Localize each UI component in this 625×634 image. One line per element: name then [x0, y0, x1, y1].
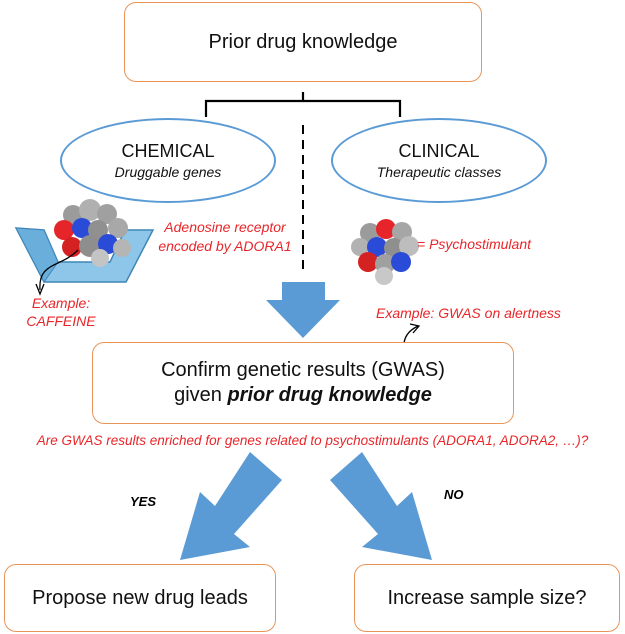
prior-drug-knowledge-box: Prior drug knowledge: [124, 2, 482, 82]
confirm-line1: Confirm genetic results (GWAS): [161, 359, 445, 381]
chemical-oval: CHEMICAL Druggable genes: [60, 118, 276, 203]
propose-drug-leads-box: Propose new drug leads: [4, 564, 276, 632]
adenosine-annotation: Adenosine receptor encoded by ADORA1: [150, 218, 300, 256]
example-line2: CAFFEINE: [26, 313, 96, 329]
clinical-subtitle: Therapeutic classes: [376, 164, 502, 180]
psychostimulant-annotation: = Psychostimulant: [417, 236, 531, 252]
no-arrow: [330, 452, 432, 560]
example-line1: Example:: [31, 295, 91, 311]
clinical-title: CLINICAL: [398, 141, 480, 161]
psychostimulant-molecule-icon: [351, 219, 419, 285]
caffeine-molecule-icon: [54, 199, 131, 267]
yes-label: YES: [130, 494, 157, 509]
caffeine-example-annotation: Example: CAFFEINE: [6, 294, 116, 330]
increase-sample-size-box: Increase sample size?: [354, 564, 620, 632]
adenosine-line1: Adenosine receptor: [164, 219, 286, 235]
confirm-line2-prefix: given: [174, 384, 228, 406]
clinical-oval: CLINICAL Therapeutic classes: [331, 118, 547, 203]
down-arrow-center: [266, 282, 340, 338]
confirm-results-box: Confirm genetic results (GWAS) given pri…: [92, 342, 514, 424]
confirm-line2-bold: prior drug knowledge: [227, 384, 432, 406]
example-pointer: [39, 249, 79, 291]
bracket: [204, 92, 402, 117]
enrichment-question: Are GWAS results enriched for genes rela…: [36, 433, 589, 448]
adenosine-line2: encoded by ADORA1: [158, 238, 292, 254]
increase-sample-size-label: Increase sample size?: [387, 586, 587, 609]
propose-drug-leads-label: Propose new drug leads: [32, 586, 248, 609]
confirm-line2: given prior drug knowledge: [174, 383, 432, 408]
chemical-subtitle: Druggable genes: [114, 164, 222, 180]
no-label: NO: [444, 487, 464, 502]
chemical-title: CHEMICAL: [121, 141, 215, 161]
yes-arrow: [180, 452, 282, 560]
gwas-example-annotation: Example: GWAS on alertness: [376, 305, 561, 321]
prior-drug-knowledge-label: Prior drug knowledge: [208, 30, 398, 53]
